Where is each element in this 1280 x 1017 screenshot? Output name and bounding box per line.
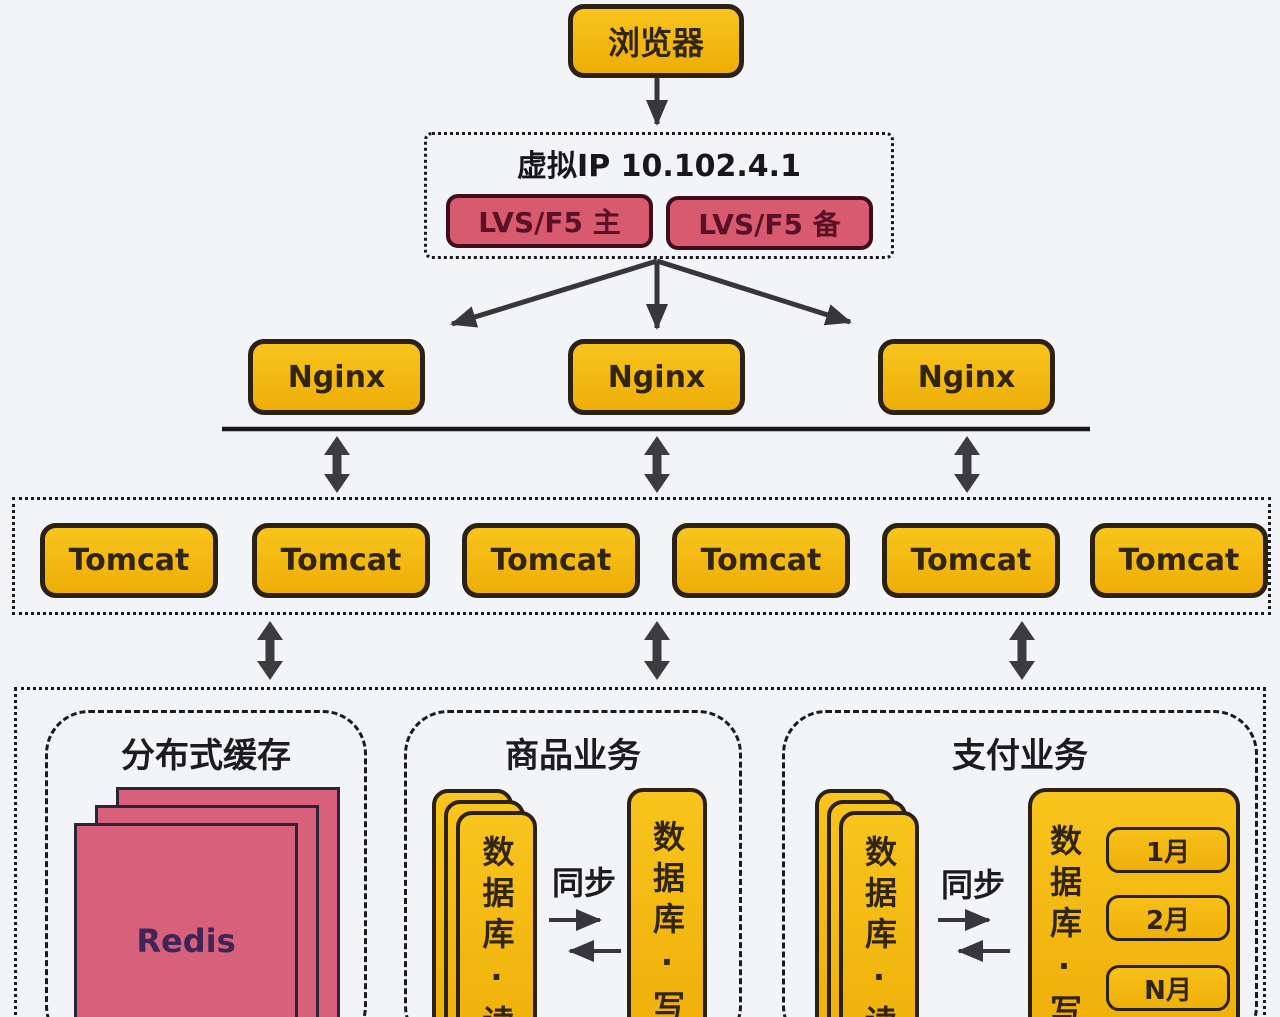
double-arrow: [1009, 621, 1035, 680]
payment-section: [782, 710, 1258, 1017]
tomcat-node-5: Tomcat: [882, 523, 1060, 598]
tomcat-node-1: Tomcat: [40, 523, 218, 598]
cache-section-title: 分布式缓存: [121, 736, 291, 776]
payment-db-read-node: 数据库·读: [839, 811, 919, 1017]
product-section-title: 商品业务: [505, 736, 641, 776]
product-section: [404, 710, 742, 1017]
redis-node: Redis: [74, 823, 298, 1017]
tomcat-node-3: Tomcat: [462, 523, 640, 598]
vip-group: [424, 132, 894, 259]
redis-label: Redis: [136, 922, 236, 960]
double-arrow: [644, 436, 670, 493]
fanout-arrow-right: [656, 258, 852, 326]
tomcat-node-2: Tomcat: [252, 523, 430, 598]
product-sync-label: 同步: [551, 864, 616, 902]
nginx-node-3: Nginx: [878, 339, 1055, 415]
double-arrow: [954, 436, 980, 493]
month-shard-2: 2月: [1106, 895, 1230, 941]
nginx-node-2: Nginx: [568, 339, 745, 415]
vip-title: 虚拟IP 10.102.4.1: [517, 149, 801, 184]
tomcat-node-4: Tomcat: [672, 523, 850, 598]
product-db-read-node: 数据库·读: [456, 811, 537, 1017]
double-arrow: [324, 436, 350, 493]
payment-db-write-label: 数据库·写: [1045, 824, 1083, 1017]
browser-node: 浏览器: [568, 4, 744, 78]
product-db-write-node: 数据库·写: [627, 788, 707, 1017]
payment-db-read-label: 数据库·读: [860, 835, 898, 1017]
tomcat-node-6: Tomcat: [1090, 523, 1268, 598]
month-shard-n: N月: [1106, 965, 1230, 1011]
lvs-backup-node: LVS/F5 备: [666, 196, 873, 250]
product-db-write-label: 数据库·写: [648, 820, 686, 1017]
cache-section: [45, 710, 367, 1017]
payment-section-title: 支付业务: [952, 736, 1088, 776]
product-db-read-label: 数据库·读: [477, 835, 516, 1017]
month-shard-1: 1月: [1106, 827, 1230, 873]
payment-db-write-node: 数据库·写 1月 2月 N月: [1028, 788, 1240, 1017]
data-tier-group: [14, 687, 1266, 1017]
double-arrow: [257, 621, 283, 680]
fanout-arrow-left: [450, 258, 658, 328]
lvs-primary-node: LVS/F5 主: [446, 194, 653, 248]
payment-sync-label: 同步: [940, 866, 1005, 904]
nginx-node-1: Nginx: [248, 339, 425, 415]
double-arrow: [644, 621, 670, 680]
tomcat-pool-group: [12, 497, 1271, 615]
